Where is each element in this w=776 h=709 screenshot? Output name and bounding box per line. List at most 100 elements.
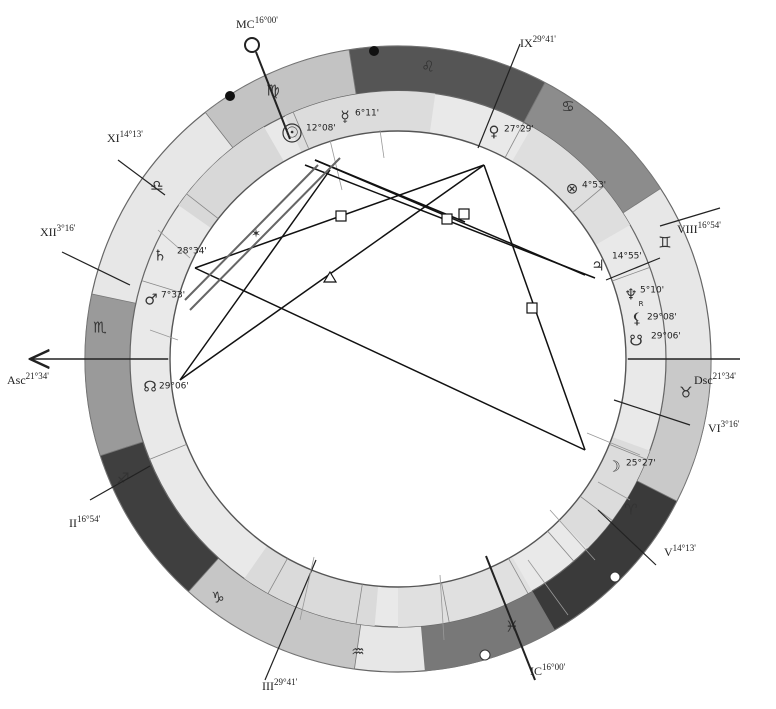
house-band <box>512 126 631 245</box>
house-numeral: VI <box>708 421 721 435</box>
house-cusp <box>141 280 181 293</box>
neptune-degree: 5°10' <box>640 286 664 296</box>
inner-cusp-line <box>586 432 641 456</box>
labels: MC16°00'Asc21°34'Dsc21°34'IC16°00'II16°5… <box>7 15 740 693</box>
house-cusp <box>572 186 604 213</box>
house-label-iii: III29°41' <box>262 677 298 693</box>
ic-label-degree: 16°00' <box>542 662 566 672</box>
aspect-line <box>314 159 466 223</box>
house-label-ix: IX29°41' <box>520 34 556 50</box>
north-node-icon: ☊ <box>143 378 156 396</box>
house-degree: 3°16' <box>721 419 740 429</box>
house-line <box>605 257 661 281</box>
ic-label: IC16°00' <box>530 662 566 678</box>
house-cusp <box>504 122 525 158</box>
inner-cusp-line <box>597 481 631 501</box>
inner-cusp-line <box>439 574 445 641</box>
trine-icon <box>322 270 338 283</box>
house-degree: 29°41' <box>533 34 557 44</box>
asc-label-text: Asc <box>7 373 26 387</box>
aspect-line <box>179 164 485 381</box>
house-line <box>613 399 691 426</box>
inner-cusp-line <box>157 229 191 259</box>
house-numeral: IX <box>520 36 533 50</box>
square-icon <box>335 210 347 222</box>
mc-label-text: MC <box>236 17 255 31</box>
south-node-degree: 29°06' <box>651 332 681 342</box>
south-node-icon: ☋ <box>629 332 642 350</box>
house-band <box>559 436 650 549</box>
house-numeral: XI <box>107 131 120 145</box>
house-degree: 16°54' <box>698 220 722 230</box>
marker-dot-icon <box>225 91 235 101</box>
house-cusp <box>441 582 450 623</box>
house-label-viii: VIII16°54' <box>677 220 721 236</box>
mc-axis <box>255 51 291 140</box>
house-label-ii: II16°54' <box>69 514 101 530</box>
house-label-v: V14°13' <box>664 543 696 559</box>
house-degree: 3°16' <box>57 223 76 233</box>
inner-cusp-line <box>329 139 343 191</box>
dsc-label-degree: 21°34' <box>713 371 737 381</box>
saturn-degree: 28°34' <box>177 247 207 257</box>
asc-label: Asc21°34' <box>7 371 49 387</box>
mc-circle-icon <box>244 37 260 53</box>
libra-icon: ♎ <box>150 177 163 195</box>
saturn-icon: ♄ <box>153 247 166 265</box>
mc-label-degree: 16°00' <box>255 15 279 25</box>
house-cusp <box>149 444 187 460</box>
house-numeral: XII <box>40 225 57 239</box>
venus-degree: 27°29' <box>504 125 534 135</box>
house-band <box>178 126 284 229</box>
lilith-degree: 29°08' <box>647 313 677 323</box>
inner-cusp-line <box>149 329 179 341</box>
neptune-icon: ♆ <box>624 286 637 304</box>
aspect-line <box>184 164 319 301</box>
taurus-icon: ♉ <box>679 384 692 402</box>
aries-icon: ♈ <box>624 501 637 519</box>
leo-icon: ♌ <box>421 58 434 76</box>
sextile-icon: ✶ <box>251 227 261 241</box>
house-line <box>659 207 721 227</box>
aspect-line <box>194 267 586 451</box>
house-degree: 14°13' <box>673 543 697 553</box>
mercury-degree: 6°11' <box>355 109 379 119</box>
house-line <box>61 251 131 286</box>
mercury-icon: ☿ <box>340 108 349 126</box>
mars-degree: 7°33' <box>161 291 185 301</box>
house-band <box>398 556 532 627</box>
mc-label: MC16°00' <box>236 15 278 31</box>
jupiter-icon: ♃ <box>591 257 604 275</box>
moon-degree: 25°27' <box>626 459 656 469</box>
inner-cusp-line <box>527 559 569 616</box>
house-cusp <box>547 530 575 562</box>
axis-lines <box>30 37 740 681</box>
house-line <box>477 43 521 149</box>
dsc-label-text: Dsc <box>694 373 713 387</box>
marker-ring-icon <box>609 571 621 583</box>
house-line <box>264 559 317 681</box>
jupiter-degree: 14°55' <box>612 252 642 262</box>
house-numeral: III <box>262 679 274 693</box>
house-numeral: V <box>664 545 673 559</box>
house-cusp <box>612 266 650 282</box>
square-icon <box>458 208 470 220</box>
sun-icon: ☉ <box>285 124 298 142</box>
house-degree: 29°41' <box>274 677 298 687</box>
inner-cusp-line <box>299 556 315 621</box>
square-icon <box>526 302 538 314</box>
fortune-degree: 4°53' <box>582 181 606 191</box>
moon-icon: ☽ <box>607 458 620 476</box>
venus-icon: ♀ <box>489 123 500 141</box>
house-band <box>244 545 379 626</box>
marker-ring-icon <box>479 649 491 661</box>
house-cusp <box>186 193 219 219</box>
cancer-icon: ♋ <box>561 98 574 116</box>
house-cusp <box>355 584 363 624</box>
ic-label-text: IC <box>530 664 542 678</box>
aspect-line <box>179 169 331 381</box>
inner-cusp-line <box>549 509 596 561</box>
scorpio-icon: ♏ <box>93 319 107 337</box>
gemini-icon: ♊ <box>658 234 671 252</box>
